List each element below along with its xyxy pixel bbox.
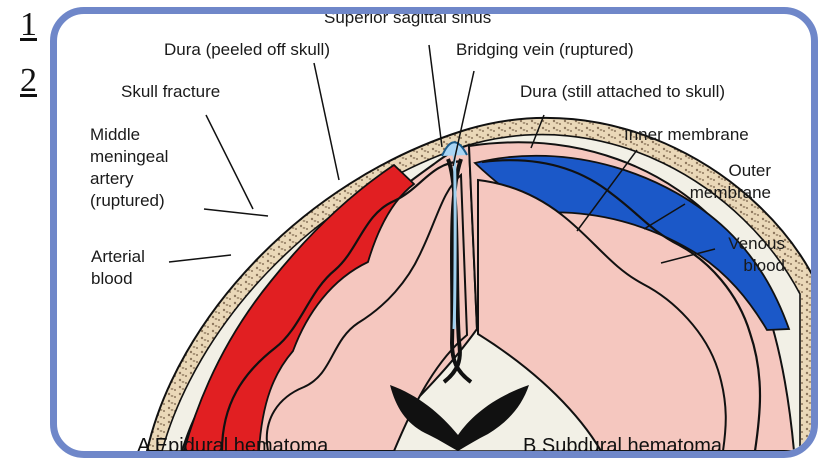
- outer-membrane-label: Outer membrane: [665, 160, 771, 204]
- caption-b: B Subdural hematoma: [523, 435, 722, 457]
- bridging-vein-label: Bridging vein (ruptured): [456, 39, 634, 61]
- pointer-superior-sagittal-sinus: [429, 45, 442, 147]
- caption-a: A Epidural hematoma: [137, 435, 328, 457]
- pointer-arterial-blood: [169, 255, 231, 262]
- brain-hematoma-diagram: [57, 14, 811, 451]
- middle-meningeal-artery-label: Middle meningeal artery (ruptured): [90, 124, 195, 212]
- superior-sagittal-sinus-shape: [454, 151, 455, 329]
- page-number-2: 2: [20, 64, 37, 98]
- dura-attached-label: Dura (still attached to skull): [520, 81, 725, 103]
- diagram-frame: Superior sagittal sinus Dura (peeled off…: [50, 7, 818, 458]
- superior-sagittal-sinus-label: Superior sagittal sinus: [324, 7, 491, 29]
- dura-peeled-label: Dura (peeled off skull): [164, 39, 330, 61]
- pointer-skull-fracture: [206, 115, 253, 209]
- pointer-middle-meningeal-artery: [204, 209, 268, 216]
- page-number-1: 1: [20, 8, 37, 42]
- skull-fracture-label: Skull fracture: [121, 81, 220, 103]
- venous-blood-label: Venous blood: [709, 233, 785, 277]
- arterial-blood-label: Arterial blood: [91, 246, 176, 290]
- pointer-dura-peeled: [314, 63, 339, 180]
- inner-membrane-label: Inner membrane: [624, 124, 749, 146]
